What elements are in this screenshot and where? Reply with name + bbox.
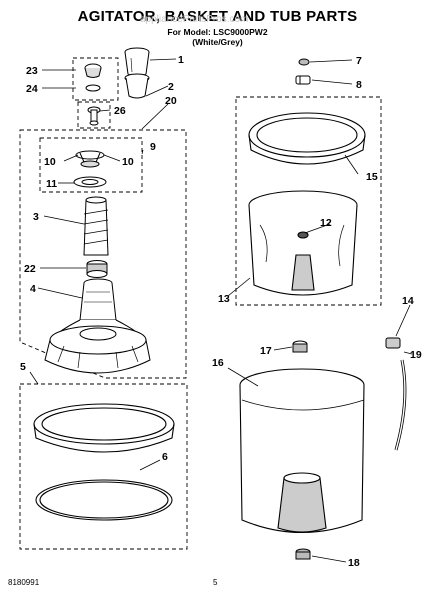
part-outer-tub [239, 368, 365, 534]
group-box-23-24 [72, 57, 119, 101]
callout-2: 2 [168, 81, 174, 93]
watermark: appliancePartsPros.com [140, 14, 248, 25]
group-box-26 [77, 101, 111, 129]
part-balance-ring [33, 403, 175, 521]
part-tub-ring [248, 112, 366, 165]
group-box-9 [39, 137, 143, 193]
model-line: For Model: LSC9000PW2 [167, 27, 268, 37]
part-basket [248, 190, 358, 296]
callout-11: 11 [46, 178, 57, 190]
page-number: 5 [213, 578, 218, 587]
part-agitator-base [44, 278, 151, 374]
part-hose [385, 337, 407, 451]
part-agitator-cap [124, 47, 150, 99]
callout-10-right: 10 [122, 156, 134, 168]
callout-12: 12 [320, 217, 332, 229]
callout-22: 22 [24, 263, 36, 275]
part-26 [87, 106, 101, 126]
group-box-5 [19, 383, 188, 550]
callout-26: 26 [114, 105, 126, 117]
part-18 [295, 548, 311, 560]
callout-3: 3 [33, 211, 39, 223]
doc-number: 8180991 [8, 578, 40, 587]
callout-14: 14 [402, 295, 414, 307]
callout-13: 13 [218, 293, 230, 305]
callout-9: 9 [150, 141, 156, 153]
part-10-11 [73, 150, 107, 188]
callout-10-left: 10 [44, 156, 56, 168]
callout-15: 15 [366, 171, 378, 183]
variant-line: (White/Grey) [192, 37, 243, 47]
group-box-13 [235, 96, 382, 306]
callout-24: 24 [26, 83, 38, 95]
callout-17: 17 [260, 345, 272, 357]
part-17 [292, 340, 308, 353]
callout-5: 5 [20, 361, 26, 373]
callout-4: 4 [30, 283, 36, 295]
callout-16: 16 [212, 357, 224, 369]
part-22 [86, 260, 108, 278]
callout-19: 19 [410, 349, 422, 361]
callout-7: 7 [356, 55, 362, 67]
callout-8: 8 [356, 79, 362, 91]
callout-20: 20 [165, 95, 177, 107]
diagram-title: AGITATOR, BASKET AND TUB PARTS [77, 8, 358, 25]
callout-23: 23 [26, 65, 38, 77]
callout-18: 18 [348, 557, 360, 569]
callout-1: 1 [178, 54, 184, 66]
part-23-24 [84, 63, 102, 92]
part-auger [83, 196, 109, 256]
part-7-8 [295, 58, 311, 85]
callout-6: 6 [162, 451, 168, 463]
